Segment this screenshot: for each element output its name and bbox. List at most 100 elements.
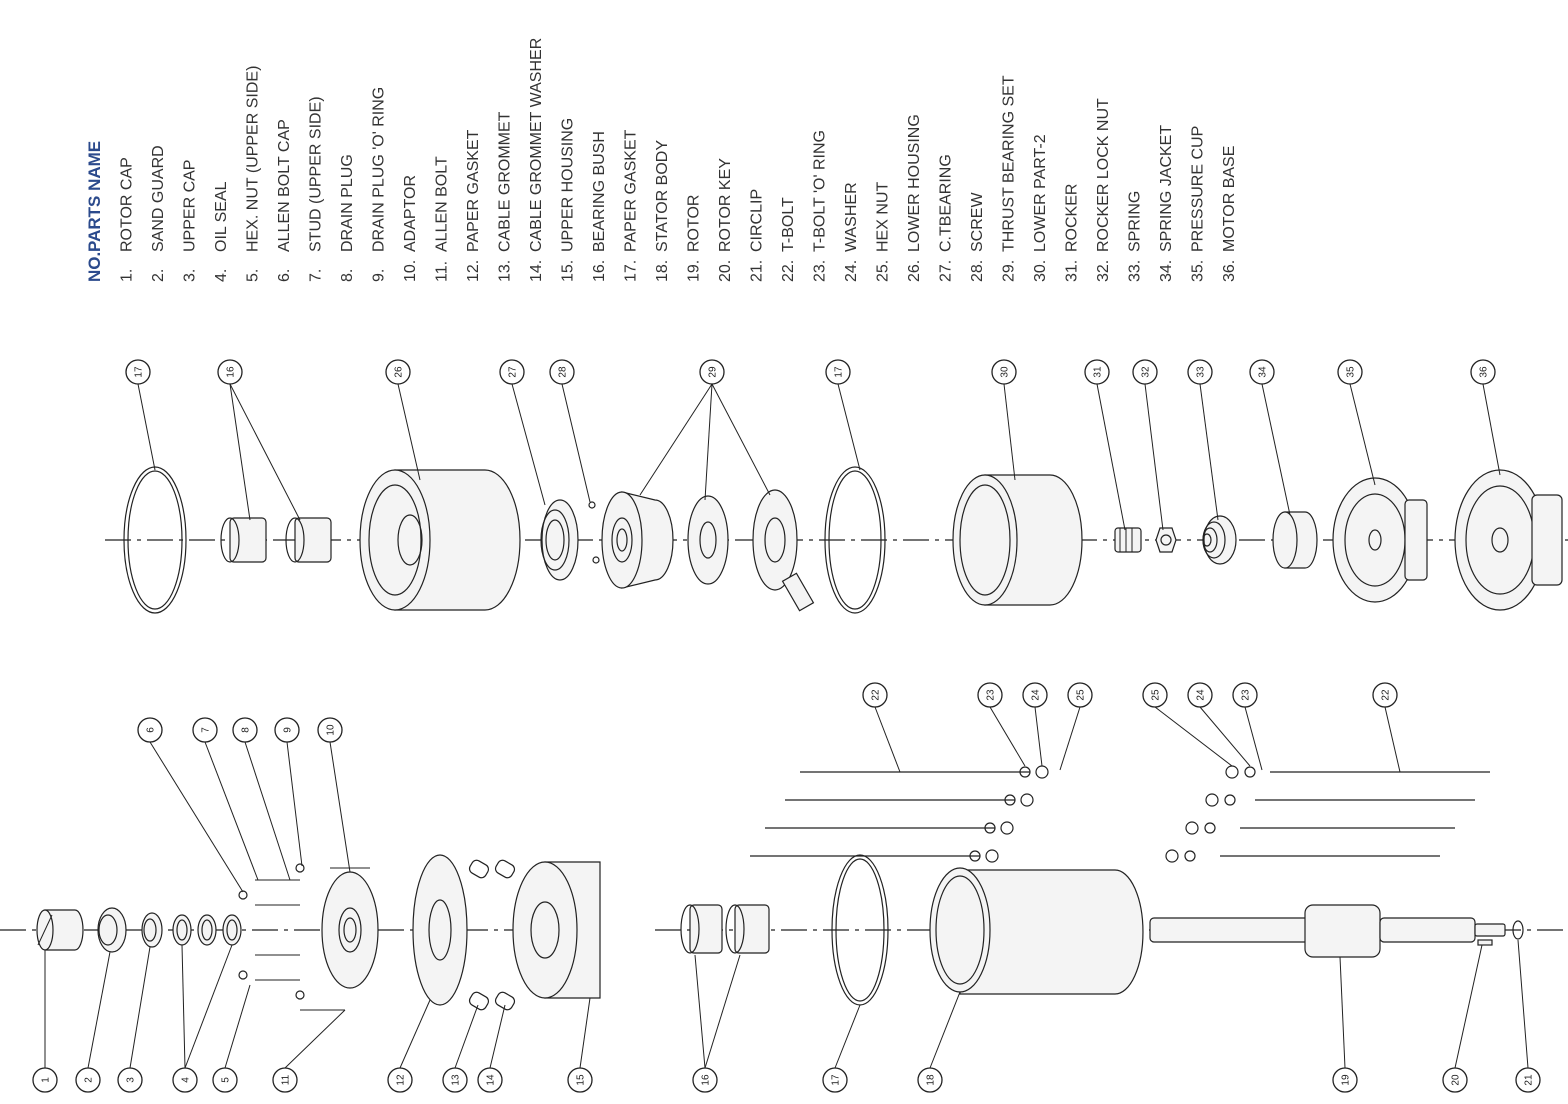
- callout-number: 16: [226, 366, 237, 378]
- callout-number: 18: [926, 1074, 937, 1086]
- cable-grommet-13-14: [468, 859, 516, 1011]
- parts-list-item-no: 10.: [402, 260, 419, 282]
- parts-list-item-name: ROTOR CAP: [119, 157, 136, 252]
- callout-number: 23: [1241, 689, 1252, 701]
- callout-number: 15: [576, 1074, 587, 1086]
- callout-number: 10: [326, 724, 337, 736]
- rotor-key-20: [1477, 939, 1493, 946]
- callout-number: 17: [834, 366, 845, 378]
- lower-housing-26: [359, 469, 521, 611]
- parts-list-item-no: 25.: [875, 260, 892, 282]
- callout-bubble: 34: [1249, 359, 1275, 385]
- parts-list-item-name: UPPER CAP: [182, 160, 199, 252]
- leader-line: [989, 706, 1026, 767]
- callout-bubble: 17: [125, 359, 151, 385]
- leader-line: [184, 944, 233, 1069]
- parts-list-item-no: 17.: [623, 260, 640, 282]
- parts-list-header-no: NO.: [85, 252, 104, 282]
- parts-list-item-no: 23.: [812, 260, 829, 282]
- leader-line: [87, 951, 111, 1069]
- parts-list-item-no: 29.: [1001, 260, 1018, 282]
- callout-bubble: 4: [172, 1067, 198, 1093]
- callout-number: 24: [1196, 689, 1207, 701]
- leader-line: [229, 383, 301, 521]
- callout-bubble: 22: [1372, 682, 1398, 708]
- parts-list-item-no: 1.: [119, 269, 136, 282]
- callout-number: 6: [146, 727, 157, 733]
- parts-list-item-no: 33.: [1127, 260, 1144, 282]
- leader-line: [399, 999, 431, 1069]
- parts-list-item-name: PAPER GASKET: [623, 129, 640, 252]
- leader-line: [286, 741, 303, 867]
- parts-list-item-name: BEARING BUSH: [591, 131, 608, 252]
- callout-number: 25: [1076, 689, 1087, 701]
- gasket-ring-17a: [123, 466, 187, 614]
- parts-list-item-name: WASHER: [843, 182, 860, 252]
- parts-list-item-name: LOWER HOUSING: [906, 114, 923, 252]
- callout-bubble: 25: [1142, 682, 1168, 708]
- spring-33: [1202, 515, 1237, 565]
- parts-list-item-no: 9.: [371, 269, 388, 282]
- callout-bubble: 29: [699, 359, 725, 385]
- parts-list-item-no: 16.: [591, 260, 608, 282]
- leader-line: [1154, 706, 1233, 767]
- callout-number: 30: [1000, 366, 1011, 378]
- leader-line: [129, 946, 151, 1069]
- parts-list-item-no: 18.: [654, 260, 671, 282]
- leader-line: [181, 944, 186, 1069]
- upper-cap-3: [141, 912, 163, 948]
- parts-list-item-name: SCREW: [969, 192, 986, 252]
- callout-number: 19: [1341, 1074, 1352, 1086]
- parts-list-item-no: 24.: [843, 260, 860, 282]
- parts-list-item-no: 14.: [528, 260, 545, 282]
- callout-number: 26: [394, 366, 405, 378]
- parts-list-item-name: UPPER HOUSING: [560, 118, 577, 252]
- callout-bubble: 32: [1132, 359, 1158, 385]
- leader-line: [711, 383, 771, 496]
- callout-number: 31: [1093, 366, 1104, 378]
- parts-list-item-name: DRAIN PLUG 'O' RING: [371, 87, 388, 252]
- parts-list-item-no: 12.: [465, 260, 482, 282]
- leader-line: [704, 383, 713, 501]
- callout-number: 1: [41, 1077, 52, 1083]
- leader-line: [1144, 383, 1164, 531]
- parts-list-item-name: PRESSURE CUP: [1190, 126, 1207, 252]
- callout-number: 33: [1196, 366, 1207, 378]
- leader-line: [1096, 383, 1126, 531]
- parts-list-item-name: HEX NUT: [875, 182, 892, 252]
- leader-line: [397, 383, 421, 481]
- rotor-cap-1: [36, 909, 84, 951]
- callout-bubble: 20: [1442, 1067, 1468, 1093]
- parts-list-item-no: 27.: [938, 260, 955, 282]
- rocker-31: [1114, 527, 1142, 553]
- leader-line: [1003, 383, 1016, 481]
- callout-number: 28: [558, 366, 569, 378]
- part-drawings: [0, 466, 1568, 1011]
- leader-line: [1199, 383, 1219, 521]
- callout-bubble: 17: [822, 1067, 848, 1093]
- callout-number: 22: [1381, 689, 1392, 701]
- callout-number: 11: [281, 1074, 292, 1085]
- callout-bubble: 1: [32, 1067, 58, 1093]
- callout-bubble: 16: [692, 1067, 718, 1093]
- leader-line: [489, 1004, 506, 1069]
- parts-list-item-name: DRAIN PLUG: [339, 154, 356, 252]
- callout-bubble: 17: [825, 359, 851, 385]
- leader-line: [929, 991, 961, 1069]
- parts-list-item-name: CABLE GROMMET WASHER: [528, 38, 545, 252]
- callout-number: 13: [451, 1074, 462, 1086]
- callout-number: 4: [181, 1077, 192, 1083]
- parts-list-item-name: HEX. NUT (UPPER SIDE): [245, 66, 262, 252]
- parts-list-item-no: 4.: [213, 269, 230, 282]
- leader-line: [329, 741, 351, 873]
- leader-line: [1517, 939, 1529, 1069]
- callout-bubble: 2: [75, 1067, 101, 1093]
- parts-list-item-name: ALLEN BOLT: [434, 156, 451, 252]
- leader-line: [1261, 383, 1291, 516]
- leader-line: [224, 984, 251, 1069]
- parts-list-item-name: SPRING JACKET: [1158, 125, 1175, 252]
- callout-bubble: 27: [499, 359, 525, 385]
- callout-number: 25: [1151, 689, 1162, 701]
- callout-bubble: 13: [442, 1067, 468, 1093]
- leader-line: [704, 954, 741, 1069]
